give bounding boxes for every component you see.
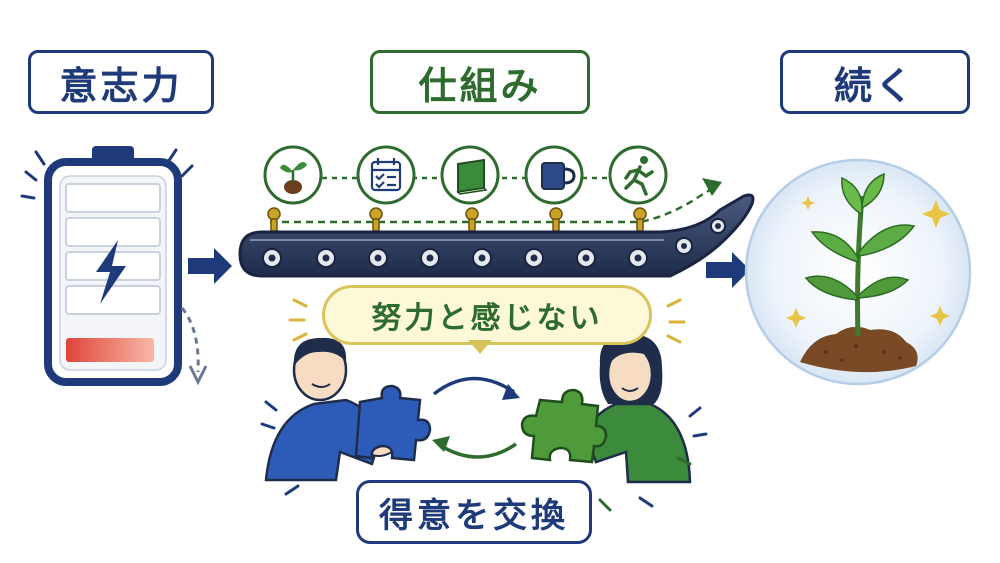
exchange-spark-lines <box>260 400 708 508</box>
system-label: 仕組み <box>370 50 590 114</box>
exchange-arrows <box>432 376 520 459</box>
calendar-checklist-icon <box>370 158 402 192</box>
puzzle-piece-blue <box>354 384 432 462</box>
exchange-strengths-label: 得意を交換 <box>356 480 592 544</box>
mug-icon <box>541 162 576 190</box>
sprout-icon <box>280 161 307 194</box>
battery <box>44 146 182 386</box>
speech-bubble-tail <box>468 340 492 354</box>
effortless-speech-bubble: 努力と感じない <box>322 285 652 345</box>
growing-plant <box>744 158 972 386</box>
continue-label: 続く <box>780 50 970 114</box>
woman-figure <box>564 334 692 484</box>
willpower-label: 意志力 <box>28 50 214 114</box>
arrow-right-1 <box>188 248 232 284</box>
sparkle-icons <box>786 196 950 328</box>
running-person-icon <box>624 156 654 196</box>
puzzle-piece-green <box>520 388 608 464</box>
bubble-spark-lines <box>288 298 686 344</box>
lightning-icon <box>96 240 126 304</box>
arrow-right-2 <box>706 252 750 288</box>
progress-arrow <box>270 184 717 224</box>
drain-arrow <box>180 307 200 373</box>
conveyor-belt <box>238 193 755 278</box>
exchange-green-spark-lines <box>598 456 692 512</box>
book-icon <box>456 158 488 195</box>
battery-spark-lines <box>20 148 194 200</box>
battery-low-level <box>66 338 154 362</box>
